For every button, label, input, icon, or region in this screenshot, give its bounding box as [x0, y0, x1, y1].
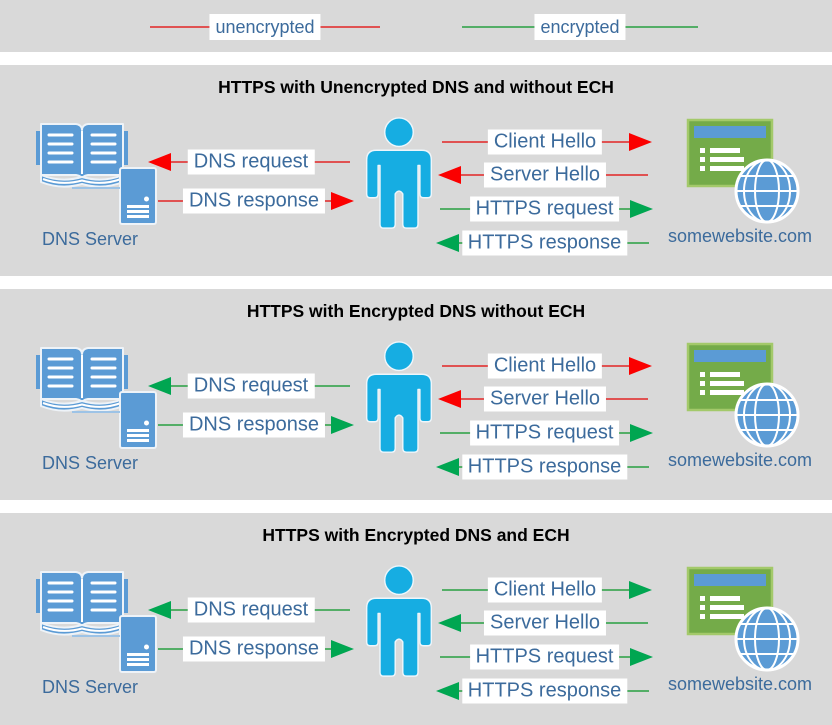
dns-server-label: DNS Server [41, 229, 139, 249]
https-response-label: HTTPS response [461, 230, 628, 256]
website-icon [686, 566, 802, 678]
arrowhead-icon [331, 416, 354, 434]
dns-book-icon [36, 345, 128, 415]
client-hello-label: Client Hello [487, 577, 603, 603]
dns-book-icon [36, 121, 128, 191]
panel-encrypted-dns-no-ech: HTTPS with Encrypted DNS without ECH DNS… [0, 289, 832, 500]
website-label: somewebsite.com [667, 226, 813, 246]
legend-item-unencrypted: unencrypted [150, 13, 380, 41]
arrowhead-icon [630, 424, 653, 442]
dns-book-icon [36, 569, 128, 639]
server-hello-label: Server Hello [483, 610, 607, 636]
arrowhead-icon [438, 390, 461, 408]
arrowhead-icon [629, 581, 652, 599]
https-response-arrow: HTTPS response [436, 678, 651, 704]
dns-server-label: DNS Server [41, 677, 139, 697]
dns-request-label: DNS request [187, 373, 315, 399]
legend-encrypted-label: encrypted [534, 14, 626, 40]
arrowhead-icon [148, 601, 171, 619]
arrowhead-icon [630, 200, 653, 218]
dns-response-label: DNS response [182, 188, 326, 214]
website-label: somewebsite.com [667, 674, 813, 694]
https-request-arrow: HTTPS request [438, 644, 653, 670]
arrowhead-icon [436, 234, 459, 252]
dns-response-arrow: DNS response [156, 188, 354, 214]
website-icon [686, 118, 802, 230]
dns-server-label: DNS Server [41, 453, 139, 473]
book-server-connector-line [72, 187, 120, 189]
dns-server-icon [119, 391, 157, 449]
https-request-label: HTTPS request [469, 644, 620, 670]
arrowhead-icon [148, 153, 171, 171]
arrowhead-icon [148, 377, 171, 395]
arrowhead-icon [629, 357, 652, 375]
arrowhead-icon [331, 640, 354, 658]
website-icon [686, 342, 802, 454]
arrowhead-icon [438, 614, 461, 632]
arrowhead-icon [436, 682, 459, 700]
https-response-label: HTTPS response [461, 678, 628, 704]
server-hello-arrow: Server Hello [438, 162, 650, 188]
dns-response-label: DNS response [182, 412, 326, 438]
arrowhead-icon [438, 166, 461, 184]
dns-request-label: DNS request [187, 149, 315, 175]
user-person-icon [361, 117, 437, 231]
website-label: somewebsite.com [667, 450, 813, 470]
client-hello-arrow: Client Hello [440, 353, 652, 379]
user-person-icon [361, 341, 437, 455]
dns-request-label: DNS request [187, 597, 315, 623]
dns-request-arrow: DNS request [148, 373, 352, 399]
https-request-label: HTTPS request [469, 420, 620, 446]
panel-title: HTTPS with Encrypted DNS without ECH [246, 301, 586, 321]
dns-server-icon [119, 167, 157, 225]
panel-title: HTTPS with Unencrypted DNS and without E… [218, 77, 614, 97]
https-request-label: HTTPS request [469, 196, 620, 222]
https-response-arrow: HTTPS response [436, 230, 651, 256]
https-request-arrow: HTTPS request [438, 420, 653, 446]
panel-title: HTTPS with Encrypted DNS and ECH [262, 525, 570, 545]
arrowhead-icon [630, 648, 653, 666]
dns-request-arrow: DNS request [148, 149, 352, 175]
arrowhead-icon [436, 458, 459, 476]
user-person-icon [361, 565, 437, 679]
client-hello-arrow: Client Hello [440, 129, 652, 155]
server-hello-arrow: Server Hello [438, 386, 650, 412]
client-hello-label: Client Hello [487, 129, 603, 155]
server-hello-arrow: Server Hello [438, 610, 650, 636]
client-hello-label: Client Hello [487, 353, 603, 379]
dns-response-label: DNS response [182, 636, 326, 662]
arrowhead-icon [629, 133, 652, 151]
dns-request-arrow: DNS request [148, 597, 352, 623]
https-request-arrow: HTTPS request [438, 196, 653, 222]
server-hello-label: Server Hello [483, 162, 607, 188]
legend-unencrypted-label: unencrypted [209, 14, 321, 40]
legend-item-encrypted: encrypted [462, 13, 698, 41]
dns-response-arrow: DNS response [156, 412, 354, 438]
panel-encrypted-dns-with-ech: HTTPS with Encrypted DNS and ECH DNS Ser… [0, 513, 832, 725]
https-response-label: HTTPS response [461, 454, 628, 480]
dns-response-arrow: DNS response [156, 636, 354, 662]
client-hello-arrow: Client Hello [440, 577, 652, 603]
legend-bar: unencrypted encrypted [0, 0, 832, 52]
arrowhead-icon [331, 192, 354, 210]
panel-unencrypted-dns-no-ech: HTTPS with Unencrypted DNS and without E… [0, 65, 832, 276]
book-server-connector-line [72, 635, 120, 637]
https-response-arrow: HTTPS response [436, 454, 651, 480]
book-server-connector-line [72, 411, 120, 413]
server-hello-label: Server Hello [483, 386, 607, 412]
dns-server-icon [119, 615, 157, 673]
